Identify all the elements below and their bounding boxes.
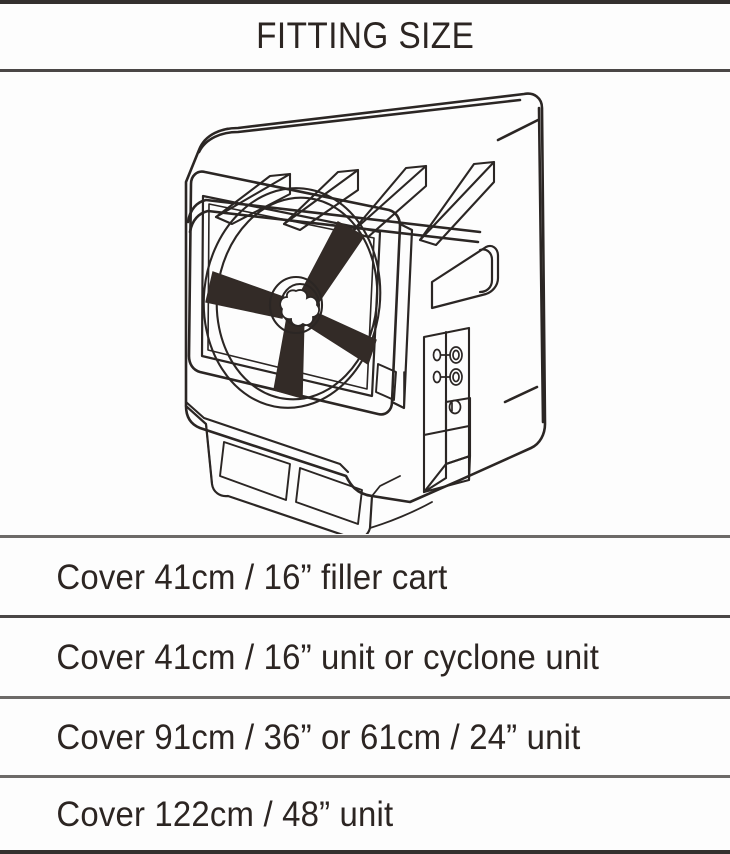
fan-hub [268,275,324,335]
spec-row: Cover 41cm / 16” filler cart [0,540,730,616]
fan-ring-outer [202,187,382,409]
unit-right-fold [537,106,545,424]
divider-below-title [0,69,730,72]
base-top-edge [184,400,350,474]
spec-row-label: Cover 41cm / 16” filler cart [56,558,448,597]
grille-corner-chip [375,363,397,401]
louver-3b [350,164,428,234]
page-title: FITTING SIZE [255,15,475,56]
divider-above-row-1 [0,535,730,538]
louver-2 [282,168,360,232]
chute-edge [422,476,448,494]
fan-cover-unit-line-drawing [184,92,547,534]
chute-face [422,454,472,494]
divider-row-3-4 [0,775,730,778]
base-slot-right [295,467,363,525]
base-rear-curve [369,501,433,529]
grille-inner [200,194,382,398]
spec-row-label: Cover 91cm / 36” or 61cm / 24” unit [56,718,581,757]
illustration-panel [0,72,730,534]
unit-body-outline [184,92,547,504]
spec-row-label: Cover 122cm / 48” unit [56,795,394,834]
control-panel-bolt-lower [432,368,463,386]
fan-blade-upper-right [299,221,366,307]
spec-row: Cover 41cm / 16” unit or cyclone unit [0,620,730,696]
unit-right-notch-lower [503,385,539,404]
unit-base [184,400,433,534]
base-front-plate [184,404,374,534]
divider-row-1-2 [0,615,730,618]
unit-front-lip [186,198,482,234]
louver-4 [418,160,496,247]
control-panel-bolt-upper [432,346,463,364]
side-handle-recess [430,244,500,310]
divider-row-2-3 [0,696,730,699]
spec-row: Cover 91cm / 36” or 61cm / 24” unit [0,701,730,775]
grille-side-depth [390,222,414,410]
base-left-panel [205,423,213,485]
fan-hub-spinner [279,289,320,327]
louver-1b [214,172,292,219]
spec-row: Cover 122cm / 48” unit [0,780,730,850]
fan-blade-left [205,271,287,319]
louver-4b [418,160,496,242]
title-band: FITTING SIZE [0,4,730,68]
spec-row-label: Cover 41cm / 16” unit or cyclone unit [56,638,600,677]
control-panel [422,326,472,494]
side-screw [448,399,462,415]
base-slot-left [219,441,291,501]
unit-top-shoulder [197,98,522,154]
unit-right-notch [496,118,540,142]
base-right-fold [371,475,401,497]
